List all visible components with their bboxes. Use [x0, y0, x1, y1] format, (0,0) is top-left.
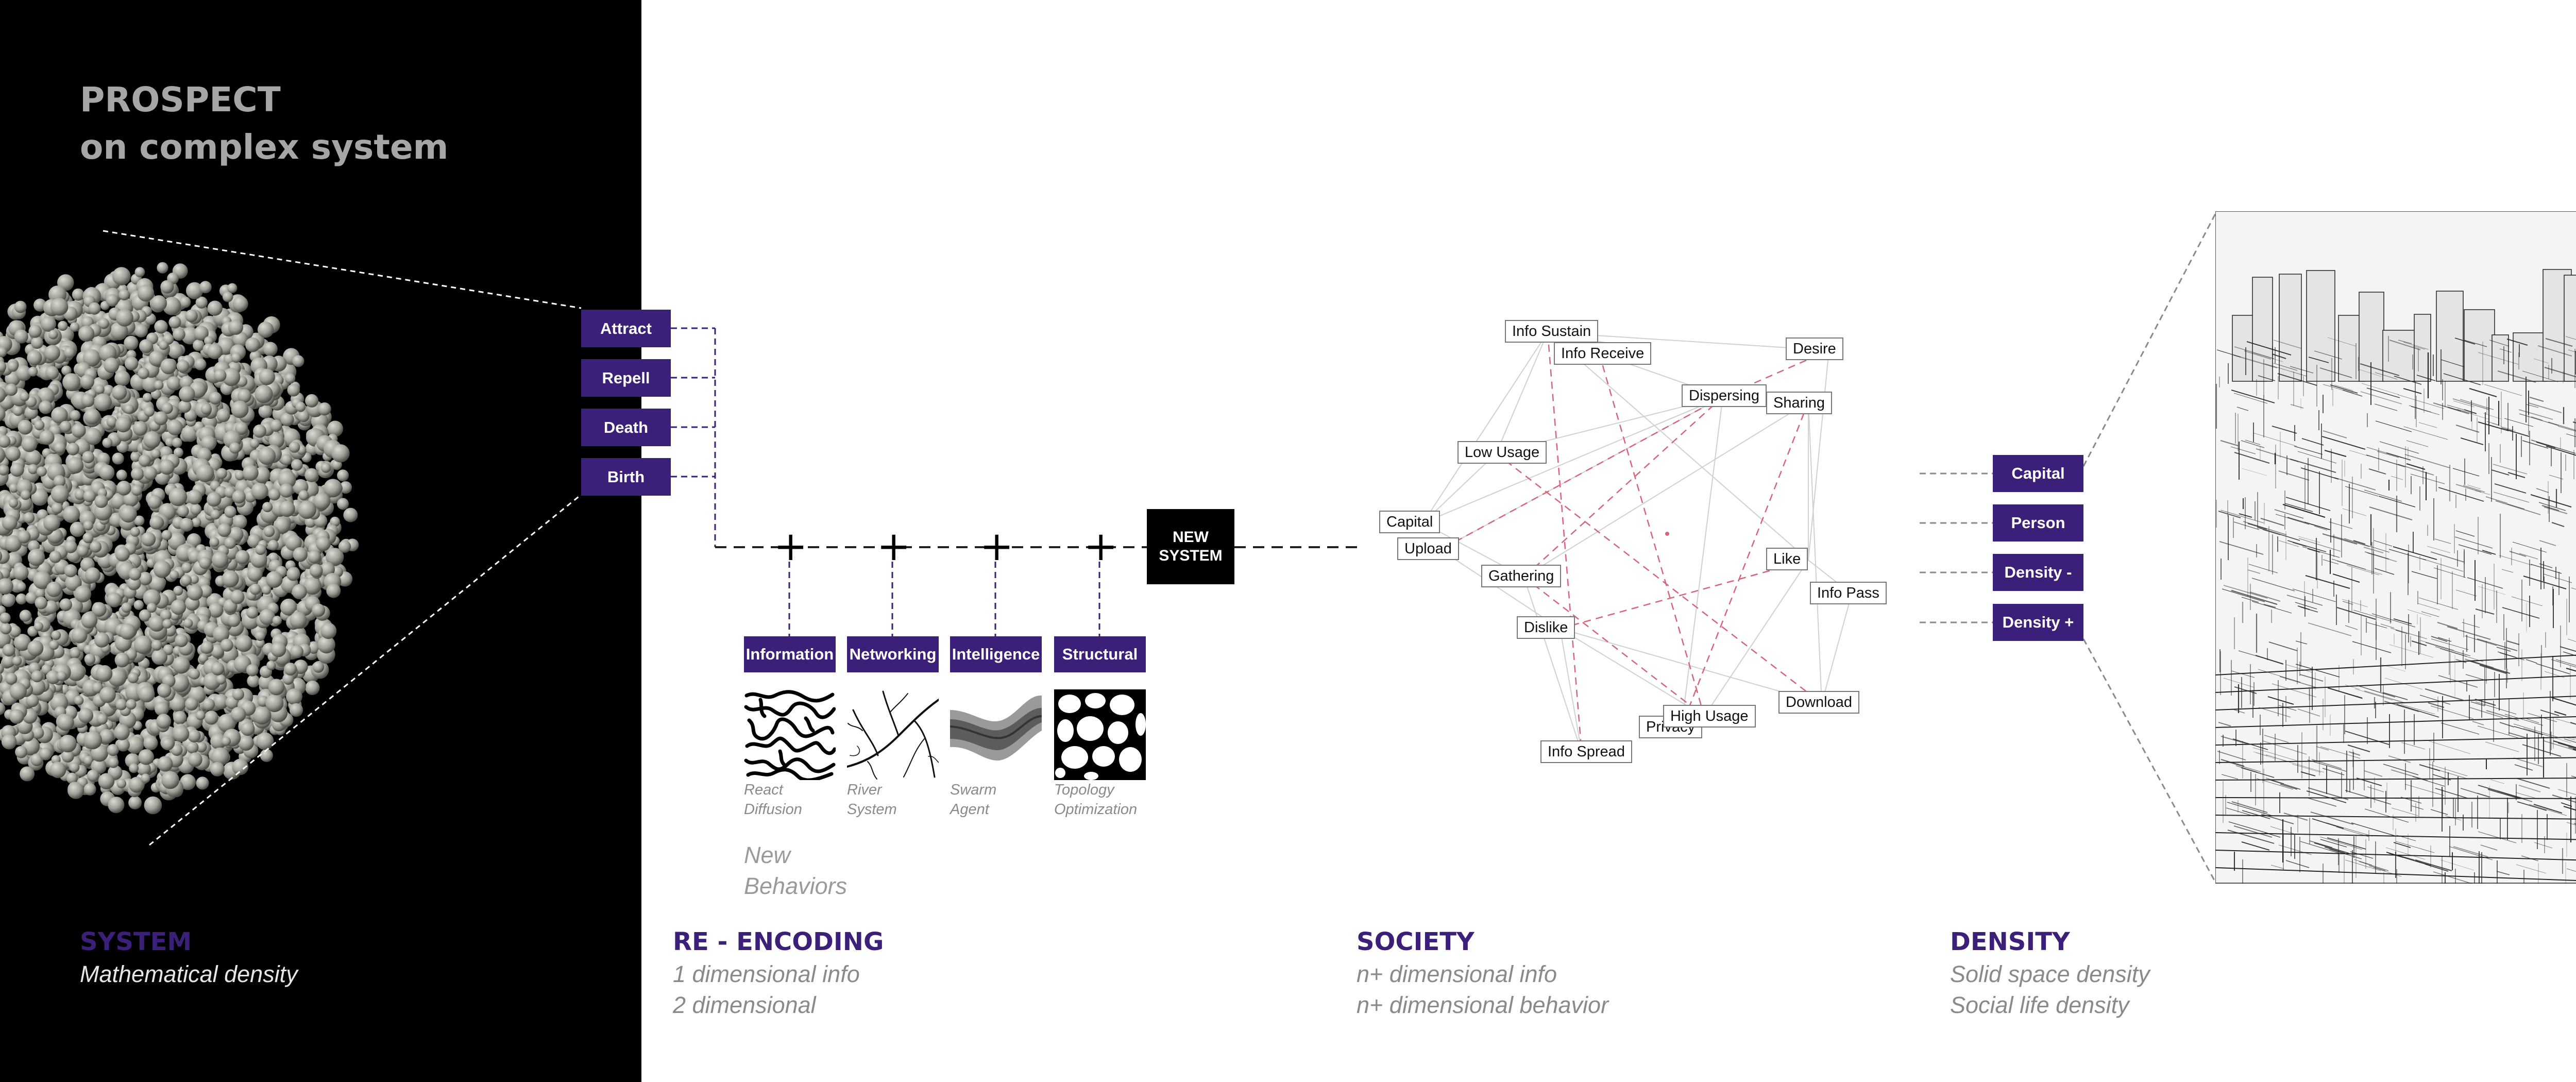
section-subtitle-society-1: n+ dimensional info [1357, 961, 1557, 987]
caption-line: React [744, 782, 783, 798]
caption-line: Topology [1054, 782, 1114, 798]
network-node-capital: Capital [1379, 511, 1440, 533]
rule-label-attract: Attract [581, 310, 671, 347]
caption-line: Diffusion [744, 801, 802, 818]
network-node-like: Like [1766, 548, 1808, 570]
caption-swarm-agent: Swarm Agent [950, 780, 996, 819]
section-title-reencoding: RE - ENCODING [673, 927, 884, 956]
network-node-info-receive: Info Receive [1554, 342, 1652, 365]
network-node-info-pass: Info Pass [1810, 582, 1887, 604]
section-subtitle-density-1: Solid space density [1950, 961, 2150, 987]
plus-icon: + [774, 523, 808, 570]
network-node-low-usage: Low Usage [1458, 441, 1547, 464]
network-node-info-spread: Info Spread [1540, 740, 1632, 763]
encoder-label-information: Information [744, 636, 836, 672]
caption-react-diffusion: React Diffusion [744, 780, 802, 819]
network-node-desire: Desire [1786, 337, 1843, 360]
new-behaviors-line-1: New [744, 842, 791, 868]
section-subtitle-reencoding-1: 1 dimensional info [673, 961, 860, 987]
network-node-dispersing: Dispersing [1682, 384, 1767, 407]
encoder-label-structural: Structural [1054, 636, 1146, 672]
density-label-person: Person [1993, 504, 2083, 542]
new-system-line-1: NEW [1173, 529, 1209, 546]
section-title-density: DENSITY [1950, 927, 2070, 956]
network-node-high-usage: High Usage [1663, 705, 1756, 728]
sphere-cluster-image [0, 262, 359, 815]
city-density-wireframe-image [2215, 211, 2576, 884]
caption-river-system: River System [847, 780, 897, 819]
section-subtitle-society-2: n+ dimensional behavior [1357, 992, 1609, 1018]
density-label-density-minus: Density - [1993, 554, 2083, 591]
new-behaviors-text: New Behaviors [744, 840, 847, 902]
density-label-density-plus: Density + [1993, 604, 2083, 641]
network-node-sharing: Sharing [1766, 392, 1832, 414]
caption-line: River [847, 782, 882, 798]
network-node-upload: Upload [1397, 537, 1459, 560]
network-node-gathering: Gathering [1481, 565, 1562, 587]
section-subtitle-density-2: Social life density [1950, 992, 2129, 1018]
network-node-download: Download [1778, 691, 1859, 714]
title-line-2: on complex system [80, 127, 449, 167]
page-title: PROSPECT on complex system [80, 76, 448, 171]
density-label-capital: Capital [1993, 455, 2083, 492]
caption-topology-optimization: Topology Optimization [1054, 780, 1137, 819]
network-node-dislike: Dislike [1517, 616, 1575, 639]
encoder-label-networking: Networking [847, 636, 939, 672]
section-subtitle-reencoding-2: 2 dimensional [673, 992, 816, 1018]
caption-line: System [847, 801, 897, 818]
network-node-info-sustain: Info Sustain [1505, 320, 1599, 343]
new-behaviors-line-2: Behaviors [744, 873, 848, 899]
section-title-system: SYSTEM [80, 927, 192, 956]
section-subtitle-system: Mathematical density [80, 961, 298, 987]
title-line-1: PROSPECT [80, 80, 281, 120]
reaction-diffusion-pattern-image [744, 689, 836, 780]
caption-line: Agent [950, 801, 989, 818]
rule-label-death: Death [581, 409, 671, 446]
encoder-label-intelligence: Intelligence [950, 636, 1042, 672]
river-system-pattern-image [847, 689, 939, 780]
caption-line: Optimization [1054, 801, 1138, 818]
new-system-line-2: SYSTEM [1159, 547, 1223, 564]
caption-line: Swarm [950, 782, 997, 798]
rule-label-repell: Repell [581, 359, 671, 397]
swarm-agent-pattern-image [950, 689, 1042, 780]
topology-optimization-pattern-image [1054, 689, 1146, 780]
new-system-box: NEW SYSTEM [1147, 509, 1234, 584]
plus-icon: + [1084, 523, 1118, 570]
plus-icon: + [980, 523, 1014, 570]
plus-icon: + [877, 523, 911, 570]
section-title-society: SOCIETY [1357, 927, 1475, 956]
rule-label-birth: Birth [581, 458, 671, 496]
